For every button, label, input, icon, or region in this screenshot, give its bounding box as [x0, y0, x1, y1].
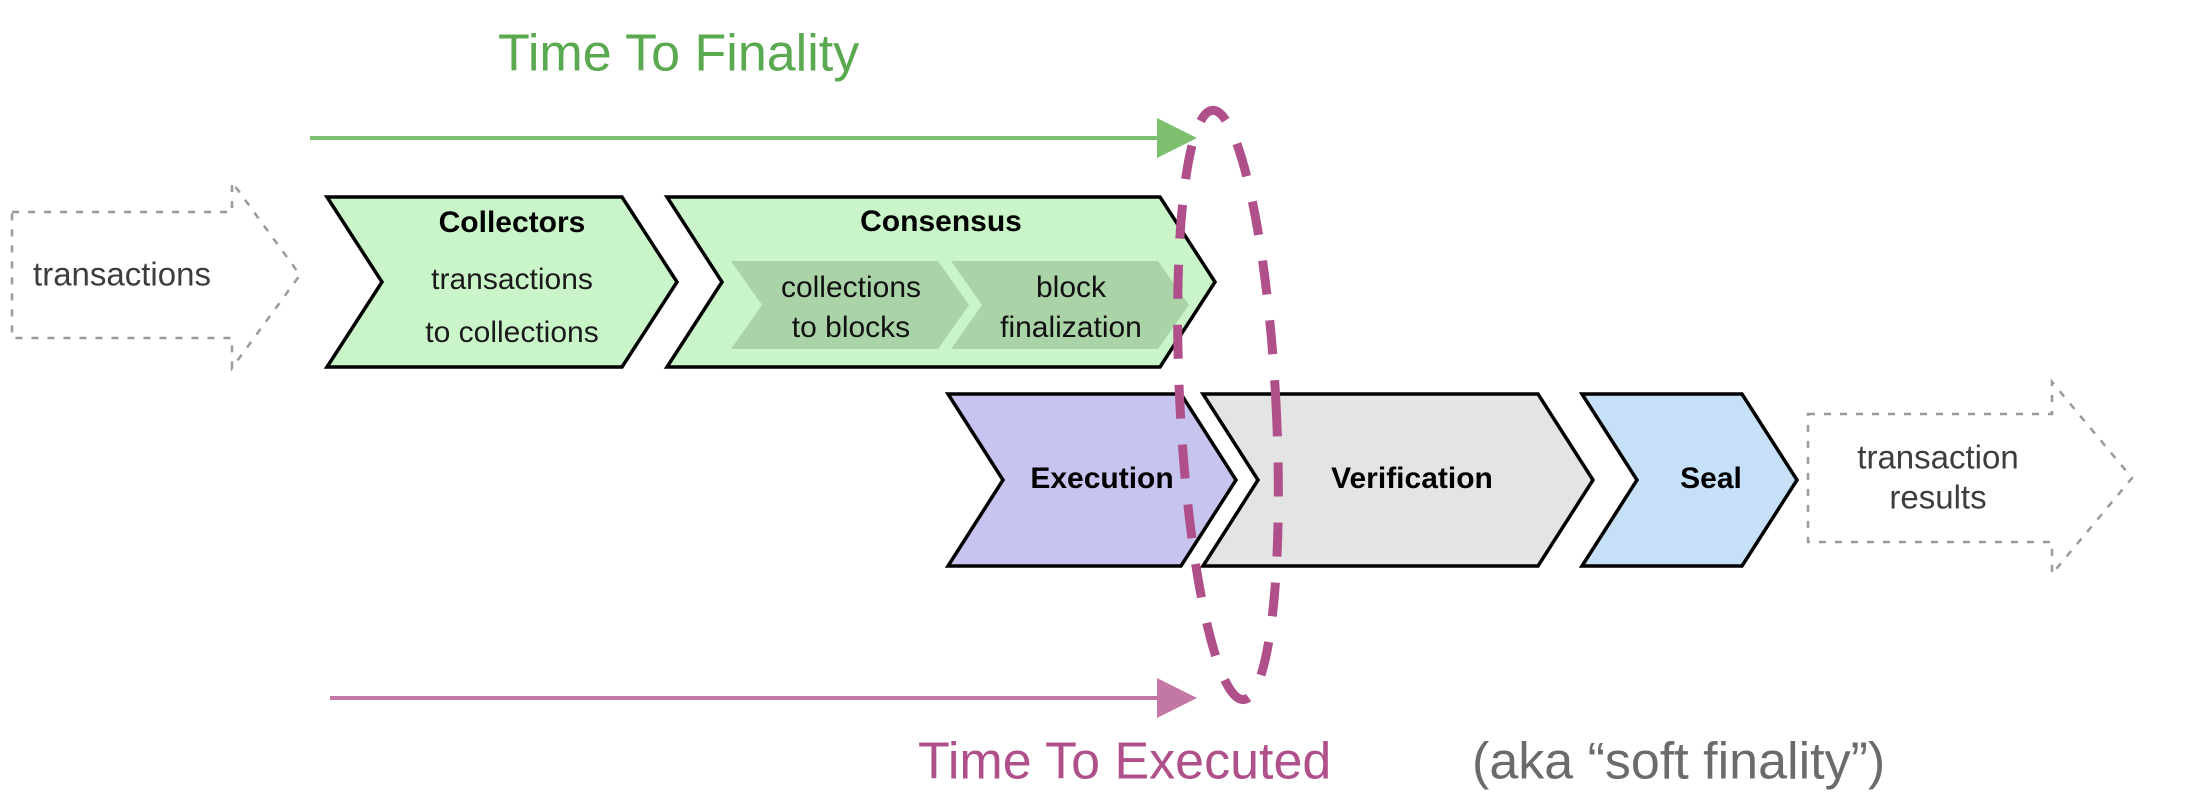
time-to-finality-label: Time To Finality — [498, 25, 859, 83]
stage-execution[interactable]: Execution — [944, 392, 1239, 568]
ghost-arrow-results-label-line-2: results — [1889, 479, 1986, 516]
ghost-arrow-results-label-line-1: transaction — [1857, 439, 2018, 476]
time-to-finality-annotation: Time To Finality — [310, 25, 1197, 158]
stage-seal-title: Seal — [1680, 462, 1742, 495]
substage-block-finalization-shape[interactable] — [951, 261, 1189, 349]
stage-seal-shape[interactable] — [1578, 392, 1800, 568]
ghost-arrow-transaction-results: transaction results — [1806, 378, 2134, 578]
stage-execution-title: Execution — [1030, 462, 1173, 495]
stage-verification-title: Verification — [1331, 462, 1493, 495]
substage-block-finalization-line-2: finalization — [1000, 311, 1142, 344]
stage-collectors[interactable]: Collectors transactions to collections — [323, 195, 680, 369]
ghost-arrow-transactions: transactions — [10, 178, 302, 372]
soft-finality-note: (aka “soft finality”) — [1472, 733, 1885, 791]
soft-finality-note-group: (aka “soft finality”) — [1472, 733, 1885, 791]
substage-collections-to-blocks-line-2: to blocks — [792, 311, 910, 344]
stage-collectors-title: Collectors — [439, 206, 586, 239]
substage-block-finalization[interactable]: block finalization — [951, 261, 1189, 349]
time-to-executed-label-group: Time To Executed — [918, 733, 1331, 791]
stage-collectors-subtitle-line-2: to collections — [425, 316, 598, 349]
stage-verification[interactable]: Verification — [1199, 392, 1596, 568]
stage-collectors-shape[interactable] — [323, 195, 680, 369]
stage-consensus-title: Consensus — [860, 205, 1022, 238]
stage-verification-shape[interactable] — [1199, 392, 1596, 568]
stage-collectors-subtitle-line-1: transactions — [431, 263, 593, 296]
substage-block-finalization-line-1: block — [1036, 271, 1107, 304]
ghost-arrow-icon — [10, 178, 302, 372]
substage-collections-to-blocks[interactable]: collections to blocks — [731, 261, 969, 349]
stage-consensus[interactable]: Consensus collections to blocks block fi… — [663, 195, 1218, 369]
stage-seal[interactable]: Seal — [1578, 392, 1800, 568]
time-to-executed-label: Time To Executed — [918, 733, 1331, 791]
substage-collections-to-blocks-shape[interactable] — [731, 261, 969, 349]
time-to-executed-annotation: Time To Executed (aka “soft finality”) — [330, 678, 1885, 791]
ghost-arrow-transactions-label: transactions — [33, 256, 211, 293]
dashed-ellipse-icon — [1173, 105, 1283, 705]
substage-collections-to-blocks-line-1: collections — [781, 271, 921, 304]
